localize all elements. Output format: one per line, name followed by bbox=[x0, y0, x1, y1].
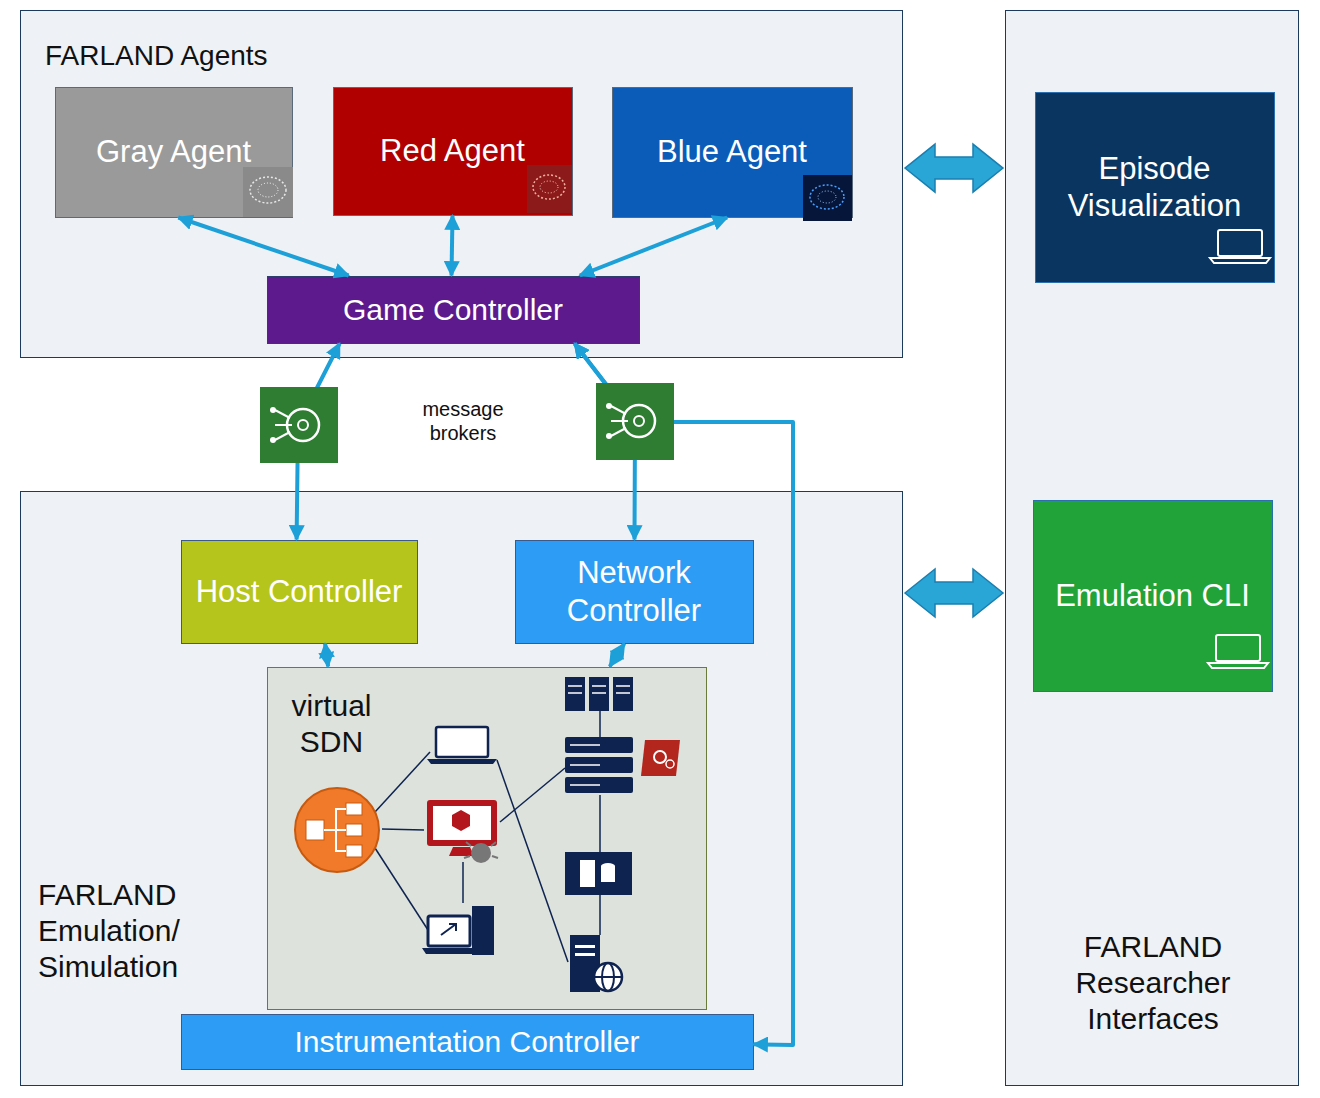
controller-box: Game Controller bbox=[267, 276, 640, 344]
node-label: Host Controller bbox=[196, 573, 403, 610]
group-title: FARLAND Agents bbox=[45, 39, 268, 73]
group-panel: FARLAND Researcher Interfaces Episode Vis… bbox=[1005, 10, 1299, 1086]
interface-box: Episode Visualization bbox=[1035, 92, 1275, 283]
node-label: Gray Agent bbox=[96, 133, 251, 170]
node-label: Red Agent bbox=[380, 132, 525, 169]
agent-box: Gray Agent bbox=[55, 87, 293, 218]
message-broker-icon bbox=[596, 383, 674, 460]
group-title: virtual SDN bbox=[276, 688, 388, 760]
node-label: Network Controller bbox=[525, 554, 744, 628]
node-label: Instrumentation Controller bbox=[294, 1024, 639, 1060]
block-arrow bbox=[905, 144, 1003, 192]
node-label: Episode Visualization bbox=[1045, 150, 1265, 224]
controller-box: Host Controller bbox=[181, 540, 418, 644]
network-area: virtual SDN bbox=[267, 667, 707, 1010]
annotation-label: message brokers bbox=[410, 397, 516, 445]
group-title: FARLAND Emulation/ Simulation bbox=[38, 877, 238, 985]
group-panel: FARLAND AgentsGray Agent Red Agent Blue Ag… bbox=[20, 10, 903, 358]
interface-box: Emulation CLI bbox=[1033, 500, 1273, 692]
agent-box: Red Agent bbox=[333, 87, 573, 216]
node-label: Blue Agent bbox=[657, 133, 807, 170]
group-title: FARLAND Researcher Interfaces bbox=[1041, 929, 1265, 1037]
node-label: Game Controller bbox=[343, 292, 563, 328]
group-panel: FARLAND Emulation/ Simulation Host Contro… bbox=[20, 491, 903, 1086]
agent-box: Blue Agent bbox=[612, 87, 853, 218]
node-label: Emulation CLI bbox=[1055, 577, 1250, 614]
controller-box: Network Controller bbox=[515, 540, 754, 644]
controller-box: Instrumentation Controller bbox=[181, 1014, 754, 1070]
message-broker-icon bbox=[260, 387, 338, 463]
block-arrow bbox=[905, 569, 1003, 617]
